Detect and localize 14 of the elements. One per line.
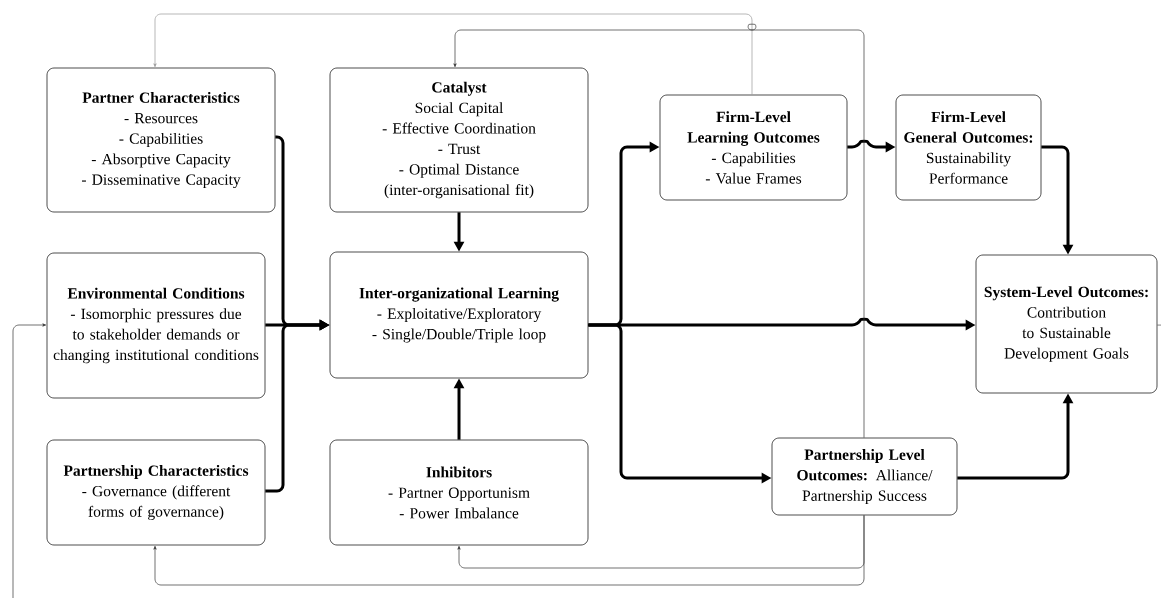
arrow — [153, 515, 865, 586]
arrow — [12, 323, 47, 598]
concept-box: Firm-Level General Outcomes: Sustainability Performance — [895, 94, 1042, 201]
concept-box: Partnership Characteristics - Governance (different forms of governance) — [46, 439, 266, 546]
arrow — [153, 13, 753, 95]
concept-box: Partnership Level Outcomes: Alliance/ Partnership Success — [771, 437, 958, 516]
concept-box: Firm-Level Learning Outcomes - Capabilities - Value Frames — [659, 94, 848, 201]
concept-box: Inter-organizational Learning - Exploitative/Exploratory - Single/Double/Triple loop — [329, 251, 589, 379]
concept-box: System-Level Outcomes: Contribution to Sustainable Development Goals — [975, 254, 1158, 394]
arrow — [453, 23, 865, 438]
concept-box: Environmental Conditions - Isomorphic pressures due to stakeholder demands or changing institutional conditions — [46, 252, 266, 399]
concept-box: Catalyst Social Capital - Effective Coordination - Trust - Optimal Distance (inter-organisational fit) — [329, 67, 589, 213]
concept-box: Partner Characteristics - Resources - Capabilities - Absorptive Capacity - Disseminative Capacity — [46, 67, 276, 213]
concept-box: Inhibitors - Partner Opportunism - Power Imbalance — [329, 439, 589, 546]
